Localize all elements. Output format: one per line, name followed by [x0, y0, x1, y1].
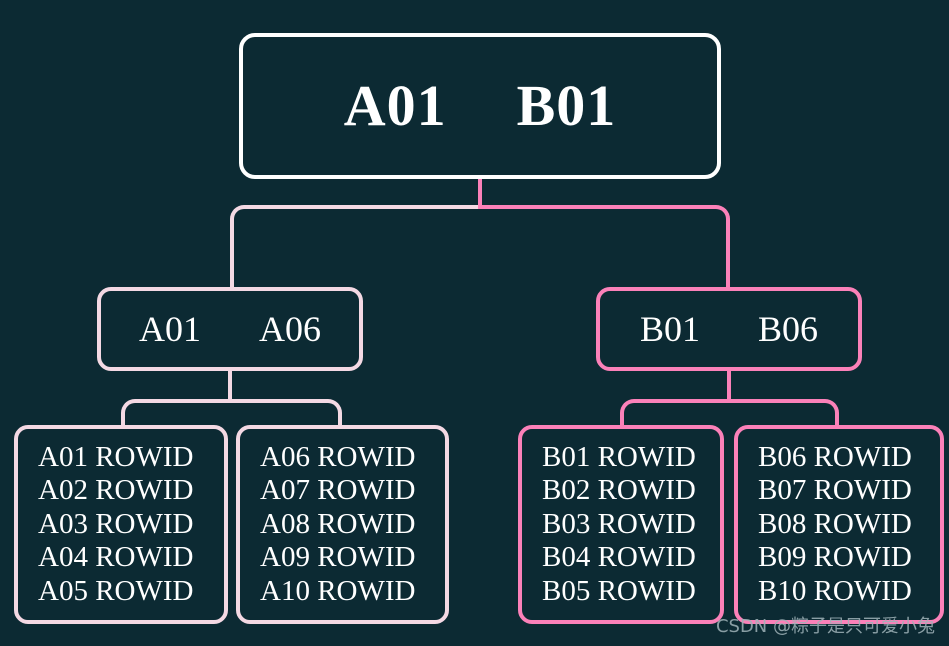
root-key-0: A01 — [343, 73, 447, 138]
branch-node-a-keys: A01 A06 — [139, 311, 321, 347]
leaf-entry: B08 ROWID — [758, 507, 912, 540]
leaf-entry: A07 ROWID — [260, 474, 416, 507]
connector-branch-b-stem — [727, 371, 731, 403]
connector-branch-b-to-leaf-b2 — [727, 399, 839, 429]
connector-branch-b-to-leaf-b1 — [620, 399, 731, 429]
leaf-entry: B10 ROWID — [758, 574, 912, 607]
leaf-entry: B01 ROWID — [542, 440, 696, 473]
leaf-entry: A05 ROWID — [38, 574, 194, 607]
connector-branch-a-to-leaf-a2 — [228, 399, 342, 429]
leaf-entry: B09 ROWID — [758, 541, 912, 574]
leaf-entry: A06 ROWID — [260, 440, 416, 473]
leaf-entry: A10 ROWID — [260, 574, 416, 607]
connector-root-stem — [478, 179, 482, 209]
root-key-1: B01 — [516, 73, 617, 138]
branch-node-b-keys: B01 B06 — [640, 311, 818, 347]
connector-root-to-branch-a — [230, 205, 482, 291]
leaf-node-b2: B06 ROWID B07 ROWID B08 ROWID B09 ROWID … — [734, 425, 944, 624]
leaf-entry: B04 ROWID — [542, 541, 696, 574]
leaf-node-b1: B01 ROWID B02 ROWID B03 ROWID B04 ROWID … — [518, 425, 724, 624]
branch-b-key-1: B06 — [758, 309, 819, 349]
leaf-entry: B02 ROWID — [542, 474, 696, 507]
connector-branch-a-stem — [228, 371, 232, 403]
root-node-keys: A01 B01 — [344, 77, 617, 135]
leaf-entry: A08 ROWID — [260, 507, 416, 540]
leaf-entry: A03 ROWID — [38, 507, 194, 540]
branch-b-key-0: B01 — [639, 309, 700, 349]
watermark: CSDN @粽子是只可爱小兔 — [715, 616, 935, 637]
leaf-entry: B07 ROWID — [758, 474, 912, 507]
leaf-entry: A02 ROWID — [38, 474, 194, 507]
root-node: A01 B01 — [239, 33, 721, 179]
branch-node-b: B01 B06 — [596, 287, 862, 371]
leaf-entry: B06 ROWID — [758, 440, 912, 473]
branch-a-key-1: A06 — [259, 309, 321, 349]
branch-node-a: A01 A06 — [97, 287, 363, 371]
branch-a-key-0: A01 — [139, 309, 201, 349]
leaf-entry: B05 ROWID — [542, 574, 696, 607]
leaf-entry: A04 ROWID — [38, 541, 194, 574]
connector-root-to-branch-b — [478, 205, 730, 291]
connector-branch-a-to-leaf-a1 — [121, 399, 232, 429]
leaf-entry: A09 ROWID — [260, 541, 416, 574]
leaf-node-a1: A01 ROWID A02 ROWID A03 ROWID A04 ROWID … — [14, 425, 228, 624]
leaf-entry: B03 ROWID — [542, 507, 696, 540]
leaf-node-a2: A06 ROWID A07 ROWID A08 ROWID A09 ROWID … — [236, 425, 449, 624]
leaf-entry: A01 ROWID — [38, 440, 194, 473]
